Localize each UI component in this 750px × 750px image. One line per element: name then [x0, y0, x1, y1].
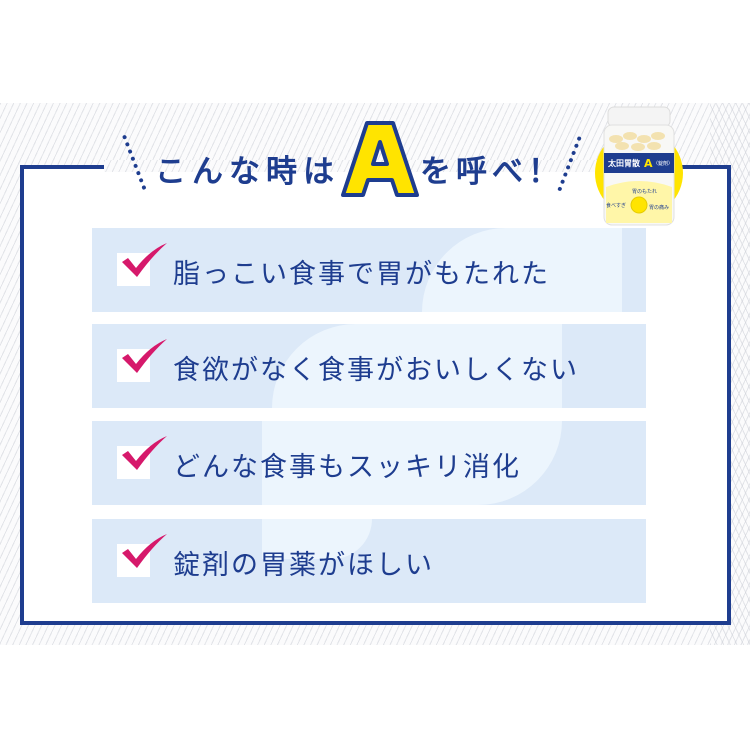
checklist-item-label: 錠剤の胃薬がほしい — [173, 550, 434, 581]
checklist-item-label: どんな食事もスッキリ消化 — [173, 452, 521, 483]
checklist-item: 食欲がなく食事がおいしくない — [92, 324, 646, 408]
checklist-item: 脂っこい食事で胃がもたれた — [92, 228, 646, 312]
checkmark-icon — [122, 534, 167, 568]
frame-top-left-border — [20, 165, 104, 169]
checkmark-icon — [122, 339, 167, 373]
checklist-item: どんな食事もスッキリ消化 — [92, 421, 646, 505]
background-swoosh — [272, 324, 562, 408]
product-variant-form: 〈錠剤〉 — [653, 160, 673, 167]
product-tag-3: 胃の痛み — [649, 204, 669, 211]
product-tag-1: 胃のもたれ — [632, 189, 657, 195]
heading-suffix: を呼べ！ — [420, 154, 564, 190]
product-tag-2: 食べすぎ — [606, 202, 626, 209]
frame-top-right-border — [682, 165, 727, 169]
product-brand: 太田胃散 — [607, 158, 641, 168]
medicine-bottle-icon: 太田胃散 A 〈錠剤〉 胃のもたれ 食べすぎ 胃の痛み — [595, 106, 683, 226]
checklist-item-label: 脂っこい食事で胃がもたれた — [173, 259, 550, 290]
background-swoosh — [262, 421, 562, 505]
big-letter-a-icon: A — [341, 121, 419, 197]
checkmark-icon — [122, 243, 167, 277]
checklist-item-label: 食欲がなく食事がおいしくない — [173, 355, 579, 386]
heading-prefix: こんな時は — [155, 154, 340, 190]
checklist-item: 錠剤の胃薬がほしい — [92, 519, 646, 603]
product-variant-letter: A — [644, 157, 653, 170]
checkmark-icon — [122, 436, 167, 470]
background-swoosh — [262, 519, 372, 559]
